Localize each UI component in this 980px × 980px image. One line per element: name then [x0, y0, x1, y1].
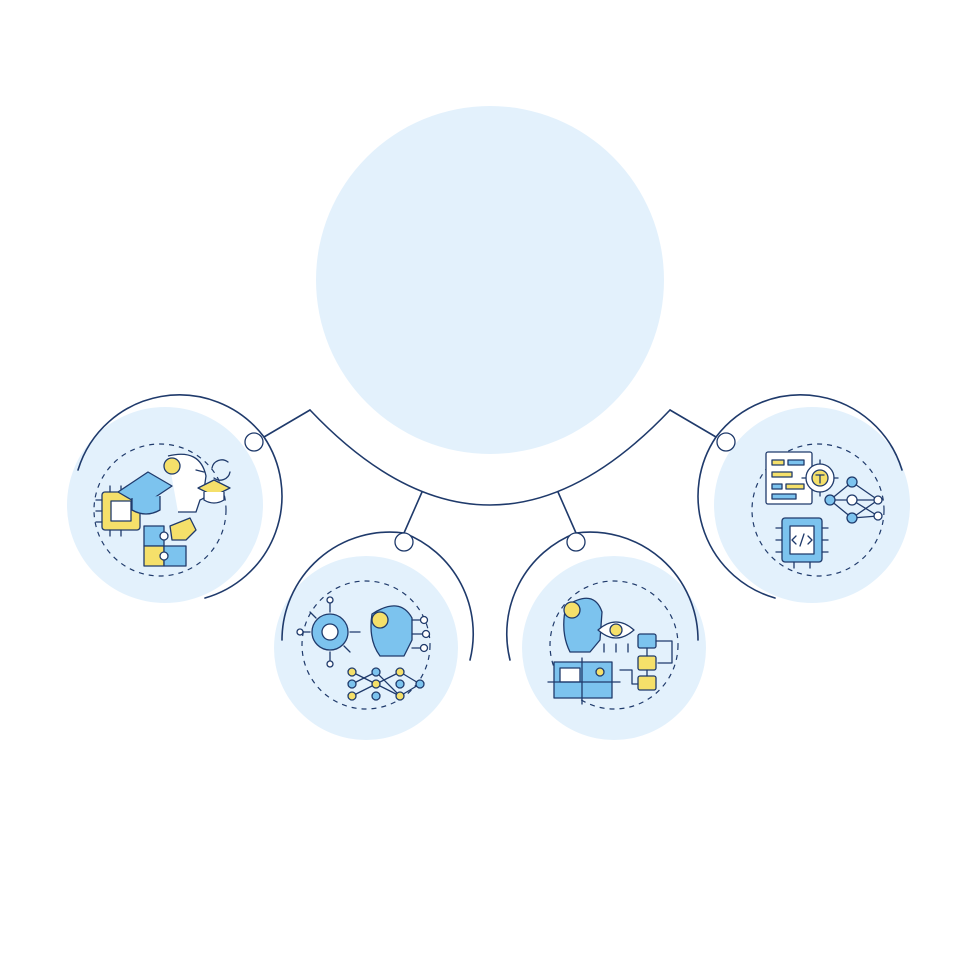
connector-branch-3 — [557, 491, 577, 534]
connector-branch-1 — [263, 409, 311, 438]
neural-network-gear-icon — [296, 580, 431, 710]
node-3 — [505, 531, 706, 740]
chip-code-network-icon — [751, 443, 885, 577]
center-circle — [316, 106, 664, 454]
connector-arc — [309, 409, 671, 506]
connector-branch-4 — [669, 409, 717, 438]
computer-vision-flowchart-icon — [547, 580, 679, 710]
ai-learning-education-icon — [93, 443, 231, 577]
node-1 — [67, 394, 283, 603]
connector-node-1 — [244, 432, 264, 452]
connector-branch-2 — [403, 491, 423, 534]
connector-node-4 — [716, 432, 736, 452]
connector-node-2 — [394, 532, 414, 552]
node-2 — [274, 531, 475, 740]
connector-node-3 — [566, 532, 586, 552]
node-4 — [697, 394, 910, 603]
